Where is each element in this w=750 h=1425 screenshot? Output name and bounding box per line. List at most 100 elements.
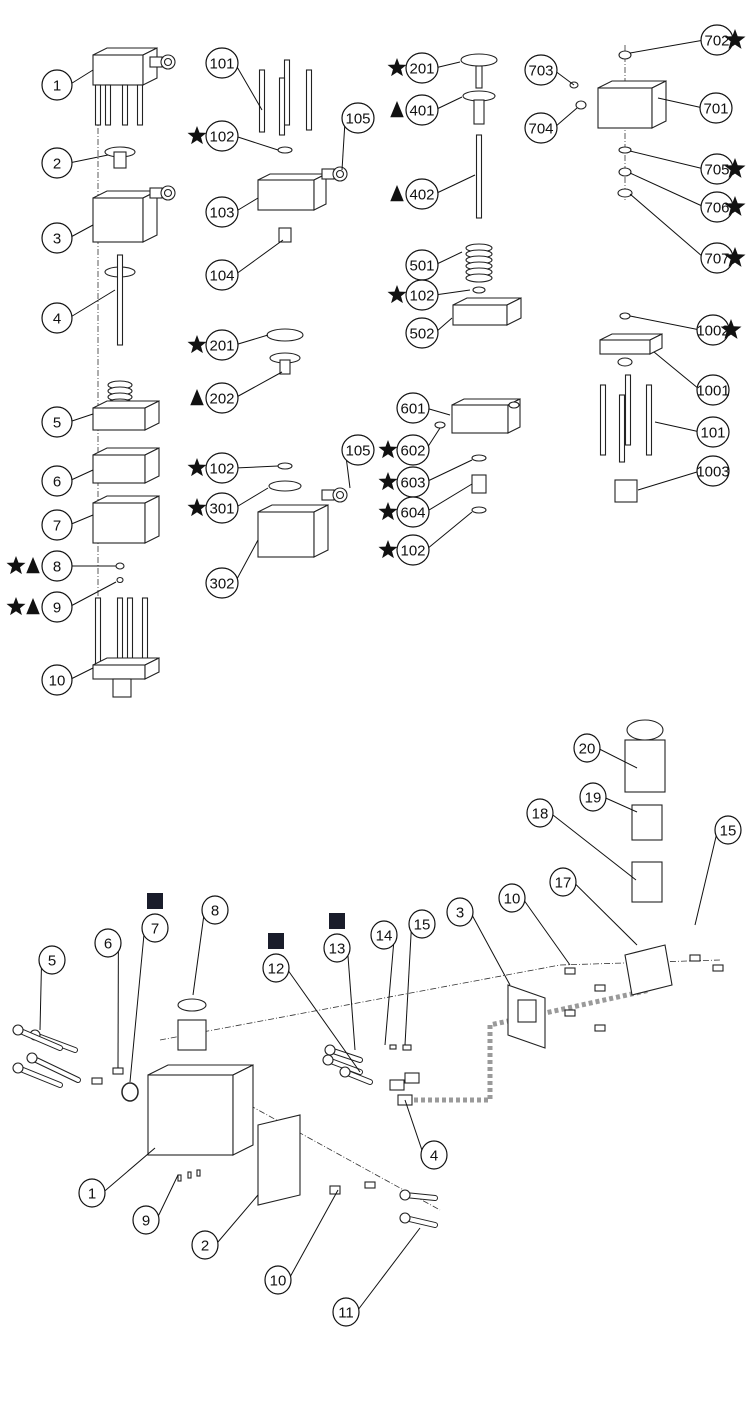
part-1-fitting [149,54,176,70]
leader-line-101 [234,62,263,111]
callout-number: 705 [704,162,729,179]
leader-line-704 [553,107,578,129]
callout-bubble [41,664,73,696]
part-4-socket [389,1079,405,1091]
star-icon [187,126,207,145]
leader-line-4 [404,1099,425,1156]
part-10-pin [94,597,102,666]
part-8-top [177,998,207,1012]
callout-4: 4 [420,1140,448,1170]
leader-line-10 [287,1189,339,1281]
cable-harness [400,987,651,1103]
callout-18: 18 [526,798,554,828]
callout-bubble [405,52,439,84]
box-side [649,333,663,355]
callout-bubble [264,1265,292,1295]
callout-number: 17 [555,875,572,892]
part-1001-thread [617,357,633,367]
callout-bubble [396,392,430,424]
callout-17: 17 [549,867,577,897]
star-icon [724,158,746,178]
part-screw [364,1181,376,1189]
leader-line-103 [234,197,259,213]
leader-line-102 [234,135,279,151]
part-704-nut [575,100,587,110]
callout-number: 10 [49,673,66,690]
part-10-screw [329,1185,341,1195]
part-20-gland [626,719,664,741]
part-screw [564,1009,576,1017]
callout-2: 2 [191,1230,219,1260]
part-7-oring [121,1082,139,1102]
part-104-bushing [278,227,292,243]
callout-bubble [191,1230,219,1260]
part-19-insert [631,804,663,841]
star-icon [720,319,742,339]
callout-number: 20 [579,741,596,758]
callout-bubble [405,317,439,349]
bolt-shaft-inner [30,1056,80,1082]
part-401-stud [475,65,483,89]
leader-line-12 [285,967,361,1073]
part-3-fitting [149,185,176,201]
triangle-icon [26,598,40,615]
callout-number: 2 [53,156,61,173]
box-side [142,190,158,243]
callout-15: 15 [714,815,742,845]
part-101-screw [278,77,286,136]
part-12-pin [322,1054,363,1075]
leader-line-402 [434,174,476,195]
box-front [92,664,146,680]
leader-line-601 [425,407,451,416]
part-302-coil [257,504,329,558]
leader-line-1001 [653,351,701,391]
part-1-pin [136,84,144,126]
leader-line-8 [192,909,206,996]
part-screw [564,967,576,975]
callout-number: 1002 [696,323,729,340]
callout-601: 601 [396,392,430,424]
callout-bubble [41,465,73,497]
callout-number: 3 [53,231,61,248]
callout-number: 2 [201,1238,209,1255]
callout-bubble [38,945,66,975]
box-front [147,1074,234,1156]
leader-line-102 [234,465,279,469]
part-10-pin [126,597,134,666]
callout-bubble [696,416,730,448]
leader-line-702 [629,39,705,54]
axis-lower-1 [159,959,721,1041]
callout-102: 102 [187,452,239,484]
part-102-oring [472,286,486,294]
leader-line-10 [521,897,571,966]
callout-number: 102 [409,288,434,305]
star-icon [724,196,746,216]
callout-number: 1 [53,78,61,95]
star-icon [378,540,398,559]
callout-bubble [41,69,73,101]
leader-line-707 [629,193,705,259]
callout-number: 702 [704,33,729,50]
part-10-pin [141,597,149,666]
leader-line-1 [102,1147,156,1194]
fitting-body [149,56,163,68]
box-side [144,447,160,484]
callout-bubble [579,782,607,812]
part-1003-nut [614,479,638,503]
callout-bubble [201,895,229,925]
callout-1003: 1003 [696,455,730,487]
callout-201: 201 [387,52,439,84]
callout-number: 201 [409,61,434,78]
part-102-oring [277,146,293,154]
callout-number: 1 [88,1186,96,1203]
part-9-pin [177,1174,182,1182]
box-front [451,404,509,434]
callout-bubble [205,452,239,484]
part-603-seal [471,454,487,462]
callout-6: 6 [94,928,122,958]
callout-number: 12 [268,961,285,978]
leader-line-1 [68,69,94,86]
callout-402: 402 [390,178,439,210]
part-15-screw [402,1044,412,1051]
callout-10: 10 [264,1265,292,1295]
